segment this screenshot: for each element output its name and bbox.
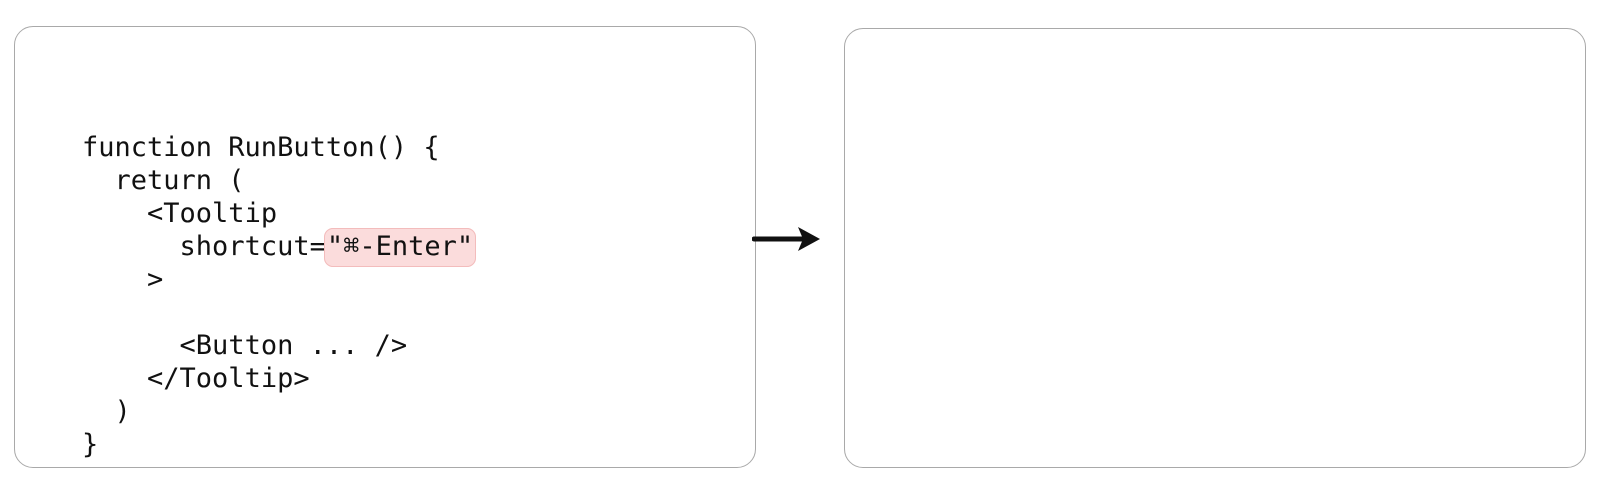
code-line: ) [82, 395, 474, 428]
code-indent [82, 198, 147, 229]
code-text: > [147, 264, 164, 295]
code-line: function RunButton() { [82, 131, 474, 164]
code-line: > [82, 263, 474, 296]
after-code-panel: function RunButton() { const keyCombo = … [844, 28, 1586, 468]
code-text: <Tooltip [147, 198, 278, 229]
code-line: shortcut="⌘-Enter" [82, 228, 477, 267]
code-indent [82, 396, 115, 427]
removed-code-highlight: "⌘-Enter" [323, 228, 477, 267]
code-text: <Button ... /> [179, 330, 408, 361]
code-line: <Tooltip [82, 197, 474, 230]
before-code-block: function RunButton() { return ( <Tooltip… [82, 131, 477, 461]
code-text: } [82, 429, 99, 460]
before-code-panel: function RunButton() { return ( <Tooltip… [14, 26, 756, 468]
arrow-right-icon [751, 222, 824, 256]
code-indent [82, 165, 115, 196]
code-line: return ( [82, 164, 474, 197]
code-indent [82, 330, 180, 361]
code-indent [82, 264, 147, 295]
code-text: </Tooltip> [147, 363, 310, 394]
code-line: <Button ... /> [82, 329, 474, 362]
code-text: ) [114, 396, 131, 427]
code-indent [82, 363, 147, 394]
code-line: </Tooltip> [82, 362, 474, 395]
code-line: } [82, 428, 474, 461]
code-indent [82, 231, 180, 262]
code-text: function RunButton() { [82, 132, 440, 163]
code-line [82, 296, 474, 329]
code-text: return ( [114, 165, 245, 196]
code-text: shortcut= [179, 231, 326, 262]
